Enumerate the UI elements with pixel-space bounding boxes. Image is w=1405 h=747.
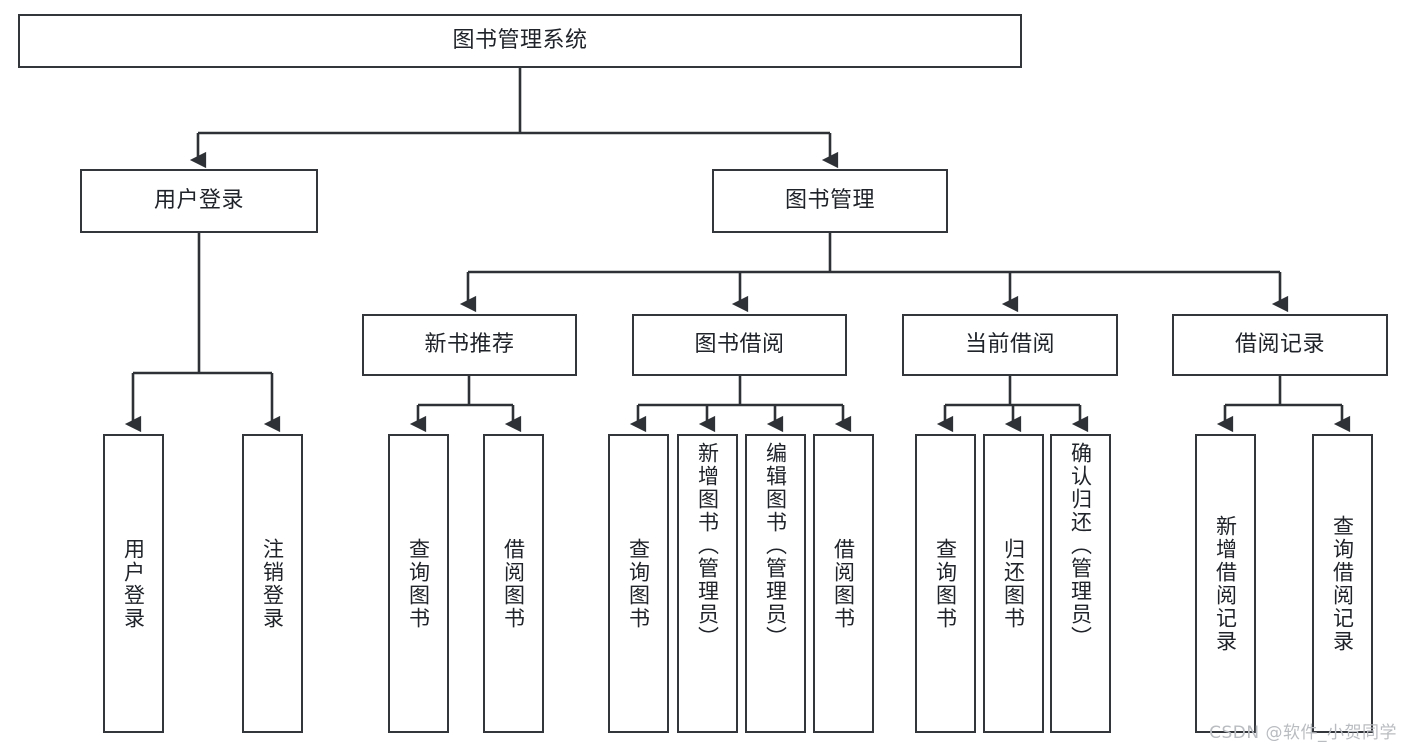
node-user-login-label: 用户登录 — [153, 188, 244, 214]
node-user-login[interactable]: 用户登录 — [80, 169, 318, 233]
node-leaf-query-book-1-label: 查询图书 — [406, 537, 431, 630]
node-current-borrow-label: 当前借阅 — [964, 332, 1055, 358]
node-leaf-edit-book-label: 编辑图书（管理员） — [763, 442, 788, 649]
node-borrow-record[interactable]: 借阅记录 — [1172, 314, 1388, 376]
node-leaf-user-logout[interactable]: 注销登录 — [242, 434, 303, 733]
node-leaf-user-login-label: 用户登录 — [121, 537, 146, 630]
node-leaf-add-book[interactable]: 新增图书（管理员） — [677, 434, 738, 733]
node-new-book-recommend[interactable]: 新书推荐 — [362, 314, 577, 376]
node-leaf-user-login[interactable]: 用户登录 — [103, 434, 164, 733]
node-leaf-query-book-1[interactable]: 查询图书 — [388, 434, 449, 733]
node-leaf-add-record[interactable]: 新增借阅记录 — [1195, 434, 1256, 733]
node-leaf-query-record[interactable]: 查询借阅记录 — [1312, 434, 1373, 733]
node-leaf-query-book-2-label: 查询图书 — [626, 537, 651, 630]
node-root[interactable]: 图书管理系统 — [18, 14, 1022, 68]
node-leaf-return-book[interactable]: 归还图书 — [983, 434, 1044, 733]
node-book-borrow[interactable]: 图书借阅 — [632, 314, 847, 376]
node-leaf-return-book-label: 归还图书 — [1001, 537, 1026, 630]
node-book-management[interactable]: 图书管理 — [712, 169, 948, 233]
node-leaf-borrow-book-2-label: 借阅图书 — [831, 537, 856, 630]
node-current-borrow[interactable]: 当前借阅 — [902, 314, 1118, 376]
node-leaf-confirm-return-label: 确认归还（管理员） — [1068, 442, 1093, 649]
node-new-book-recommend-label: 新书推荐 — [424, 332, 515, 358]
node-leaf-add-book-label: 新增图书（管理员） — [695, 442, 720, 649]
node-leaf-add-record-label: 新增借阅记录 — [1213, 514, 1238, 653]
node-leaf-query-book-3[interactable]: 查询图书 — [915, 434, 976, 733]
node-leaf-query-record-label: 查询借阅记录 — [1330, 514, 1355, 653]
node-leaf-query-book-2[interactable]: 查询图书 — [608, 434, 669, 733]
node-borrow-record-label: 借阅记录 — [1234, 332, 1325, 358]
node-book-borrow-label: 图书借阅 — [694, 332, 785, 358]
node-leaf-borrow-book-1-label: 借阅图书 — [501, 537, 526, 630]
node-root-label: 图书管理系统 — [452, 28, 588, 54]
node-leaf-borrow-book-1[interactable]: 借阅图书 — [483, 434, 544, 733]
node-book-management-label: 图书管理 — [784, 188, 875, 214]
node-leaf-edit-book[interactable]: 编辑图书（管理员） — [745, 434, 806, 733]
node-leaf-user-logout-label: 注销登录 — [260, 537, 285, 630]
watermark: CSDN @软件_小贺同学 — [1209, 723, 1397, 743]
node-leaf-query-book-3-label: 查询图书 — [933, 537, 958, 630]
node-leaf-borrow-book-2[interactable]: 借阅图书 — [813, 434, 874, 733]
node-leaf-confirm-return[interactable]: 确认归还（管理员） — [1050, 434, 1111, 733]
